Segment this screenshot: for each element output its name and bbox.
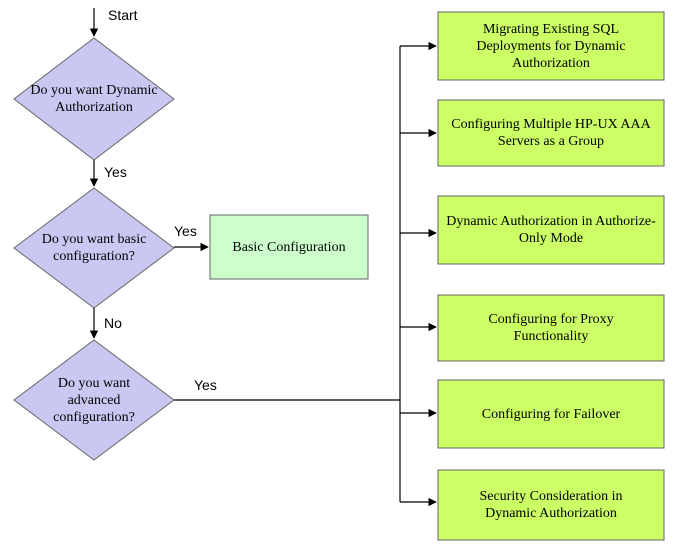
option-box-6 <box>437 469 665 541</box>
option-3-text: Dynamic Authorization in Authorize-Only … <box>446 214 656 246</box>
option-box-4 <box>437 294 665 362</box>
decision-1-text: Do you want Dynamic Authorization <box>30 83 158 115</box>
d2-yes-label: Yes <box>174 223 197 239</box>
d1-yes-label: Yes <box>104 164 127 180</box>
decision-3-text: Do you want advanced configuration? <box>53 375 135 425</box>
d2-no-label: No <box>104 315 122 331</box>
option-box-3 <box>437 195 665 265</box>
option-box-2 <box>437 99 665 167</box>
basic-configuration-text: Basic Configuration <box>232 239 346 255</box>
option-4-text: Configuring for Proxy Functionality <box>488 312 614 344</box>
start-label: Start <box>108 7 138 23</box>
option-5-text: Configuring for Failover <box>481 406 621 422</box>
decision-advanced-configuration <box>13 339 175 461</box>
option-box-1 <box>437 11 665 81</box>
d3-yes-label: Yes <box>194 377 217 393</box>
option-box-5 <box>437 379 665 449</box>
basic-configuration-box <box>209 214 369 280</box>
option-2-text: Configuring Multiple HP-UX AAA Servers a… <box>451 117 651 149</box>
option-6-text: Security Consideration in Dynamic Author… <box>479 489 623 521</box>
decision-2-text: Do you want basic configuration? <box>41 232 147 264</box>
option-1-text: Migrating Existing SQL Deployments for D… <box>476 21 626 71</box>
